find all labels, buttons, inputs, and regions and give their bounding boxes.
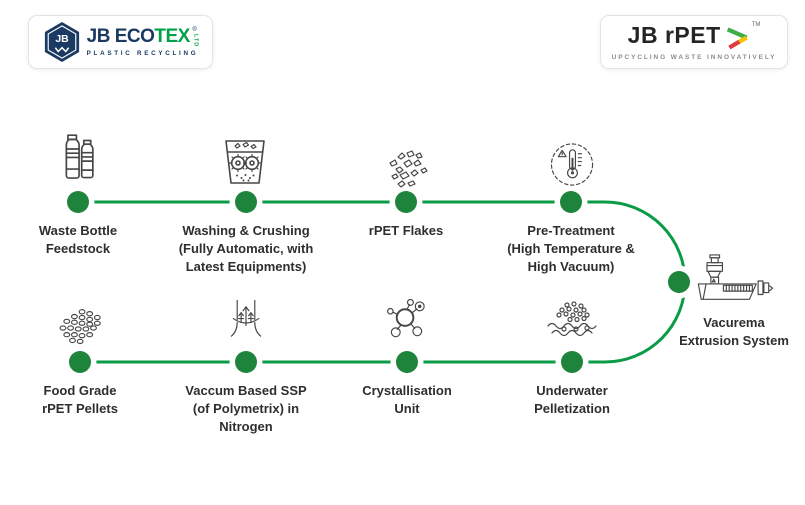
bottles-icon xyxy=(60,134,96,183)
dot-waste-bottle xyxy=(67,191,89,213)
flakes-icon xyxy=(384,149,428,192)
dot-underwater xyxy=(561,351,583,373)
ecotex-name-suffix: TEX xyxy=(154,25,190,47)
ecotex-ltd: LTD xyxy=(192,33,199,48)
dot-washing-crushing xyxy=(235,191,257,213)
dot-rpet-flakes xyxy=(395,191,417,213)
hexagon-monogram: JB xyxy=(55,34,69,45)
dot-food-grade xyxy=(69,351,91,373)
extruder-icon xyxy=(694,254,774,308)
dot-crystallisation xyxy=(396,351,418,373)
step-label-vacuum-ssp: Vaccum Based SSP (of Polymetrix) in Nitr… xyxy=(185,383,307,434)
jb-rpet-logo: JB rPET TM UPCYCLING WASTE INNOVATIVELY xyxy=(600,15,788,69)
dot-pre-treatment xyxy=(560,191,582,213)
step-label-rpet-flakes: rPET Flakes xyxy=(368,223,444,238)
crusher-icon xyxy=(223,139,267,185)
step-label-washing-crushing: Washing & Crushing (Fully Automatic, wit… xyxy=(178,223,314,274)
trademark-mark: TM xyxy=(751,21,761,28)
step-label-underwater-pelletization: Underwater Pelletization xyxy=(534,383,610,416)
step-label-pre-treatment: Pre-Treatment (High Temperature & High V… xyxy=(507,223,635,274)
chevron-arrow-icon xyxy=(726,26,748,49)
dot-vacurema xyxy=(668,271,690,293)
molecule-icon xyxy=(385,299,430,344)
ssp-vessel-icon xyxy=(229,300,263,343)
dot-vacuum-ssp xyxy=(235,351,257,373)
ecotex-tagline: PLASTIC RECYCLING xyxy=(86,50,199,58)
ecotex-name-prefix: JB ECO xyxy=(86,25,155,47)
step-label-food-grade-pellets: Food Grade rPET Pellets xyxy=(42,383,118,416)
pellets-icon xyxy=(52,308,114,350)
flow-dots xyxy=(61,185,696,379)
thermometer-icon xyxy=(550,142,595,187)
step-label-waste-bottle-feedstock: Waste Bottle Feedstock xyxy=(38,223,118,256)
step-label-vacurema-extrusion: Vacurema Extrusion System xyxy=(679,315,789,348)
registered-mark: ® xyxy=(192,26,197,33)
hexagon-badge-icon: JB xyxy=(44,22,79,62)
rpet-tagline: UPCYCLING WASTE INNOVATIVELY xyxy=(611,53,777,61)
step-label-crystallisation-unit: Crystallisation Unit xyxy=(362,383,452,416)
underwater-pellets-icon xyxy=(546,301,600,343)
rpet-wordmark: JB rPET xyxy=(627,21,721,48)
